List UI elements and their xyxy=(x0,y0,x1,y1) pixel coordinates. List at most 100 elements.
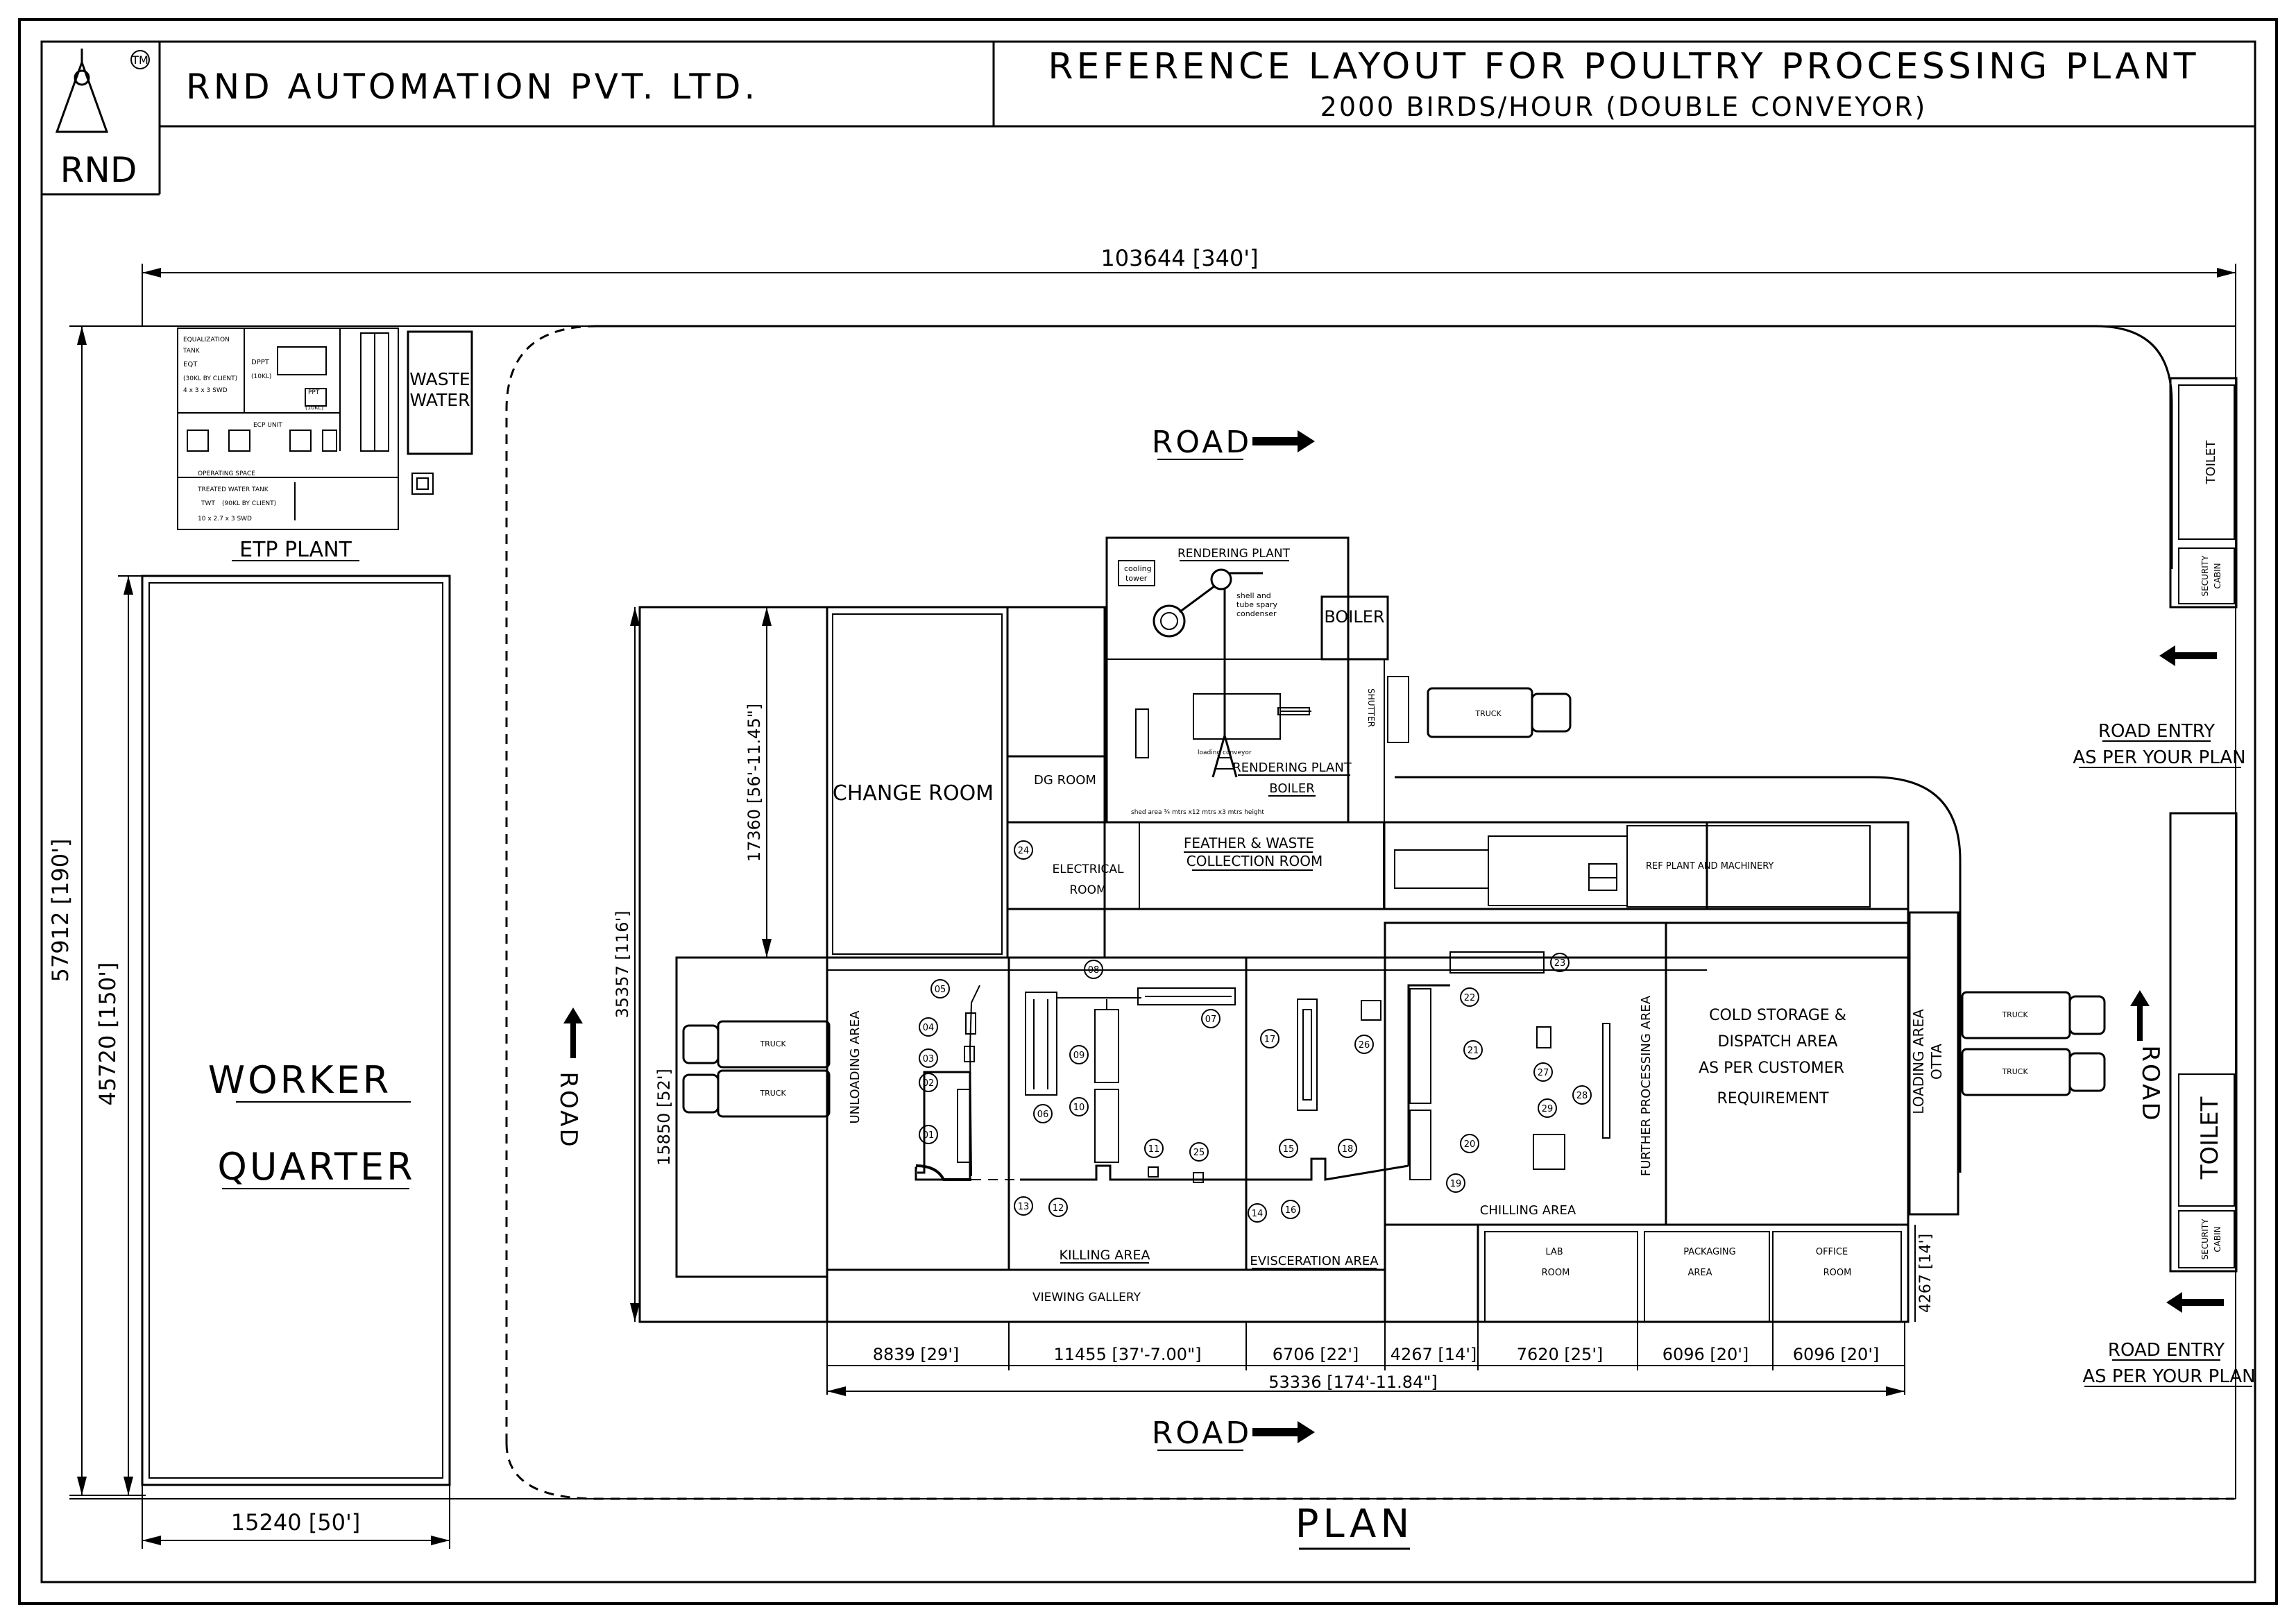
svg-text:ROAD: ROAD xyxy=(2136,1045,2164,1122)
packaging-area: PACKAGING AREA xyxy=(1644,1231,1770,1323)
worker-height-label: 45720 [150'] xyxy=(94,962,121,1106)
svg-text:SECURITY: SECURITY xyxy=(2200,1218,2210,1260)
equipment-marker-label: 13 xyxy=(1018,1202,1030,1212)
equipment-marker-01 xyxy=(919,1125,938,1144)
process-line xyxy=(915,951,1610,1183)
equipment-marker-02 xyxy=(919,1073,938,1092)
equipment-marker-label: 24 xyxy=(1018,846,1030,856)
equipment-marker-15 xyxy=(1279,1139,1298,1158)
equipment-marker-21 xyxy=(1463,1040,1483,1060)
feather-waste-room: FEATHER & WASTE COLLECTION ROOM xyxy=(1139,822,1384,910)
equipment-marker-label: 11 xyxy=(1148,1144,1160,1155)
svg-text:AS PER CUSTOMER: AS PER CUSTOMER xyxy=(1699,1060,1844,1077)
equipment-marker-label: 10 xyxy=(1073,1103,1085,1113)
svg-text:KILLING AREA: KILLING AREA xyxy=(1059,1248,1150,1263)
svg-text:11455 [37'-7.00"]: 11455 [37'-7.00"] xyxy=(1054,1345,1202,1364)
svg-text:ROAD ENTRY: ROAD ENTRY xyxy=(2108,1340,2225,1361)
svg-text:6706 [22']: 6706 [22'] xyxy=(1273,1345,1359,1364)
shutter-label: SHUTTER xyxy=(1366,688,1376,727)
equipment-marker-18 xyxy=(1338,1139,1357,1158)
road-label-left: ROAD xyxy=(554,1008,583,1149)
road-inner-right xyxy=(1395,776,1962,1173)
svg-text:CABIN: CABIN xyxy=(2213,563,2222,588)
equipment-marker-label: 29 xyxy=(1542,1104,1554,1114)
equipment-markers: 0102030405060708091011121314151617181920… xyxy=(919,840,1592,1223)
equipment-marker-label: 28 xyxy=(1576,1091,1588,1101)
svg-text:TANK: TANK xyxy=(182,348,201,355)
equipment-marker-label: 01 xyxy=(923,1130,935,1141)
svg-text:ROOM: ROOM xyxy=(1542,1268,1570,1278)
worker-quarter: WORKER QUARTER xyxy=(141,575,451,1486)
svg-text:ROOM: ROOM xyxy=(1823,1268,1852,1278)
etp-plant: EQUALIZATION TANK EQT (30KL BY CLIENT) 4… xyxy=(177,328,399,562)
svg-text:REQUIREMENT: REQUIREMENT xyxy=(1717,1090,1829,1107)
svg-text:QUARTER: QUARTER xyxy=(217,1145,415,1189)
truck-loading-2: TRUCK xyxy=(1961,1048,2106,1096)
equipment-marker-13 xyxy=(1014,1196,1033,1216)
svg-text:EQUALIZATION: EQUALIZATION xyxy=(183,337,230,343)
svg-text:7620 [25']: 7620 [25'] xyxy=(1517,1345,1604,1364)
equipment-marker-28 xyxy=(1572,1085,1592,1105)
svg-text:8839 [29']: 8839 [29'] xyxy=(873,1345,960,1364)
sheet-border xyxy=(18,18,2278,1605)
equipment-marker-05 xyxy=(930,979,950,999)
svg-text:LOADING AREA: LOADING AREA xyxy=(1910,1009,1927,1114)
road-entry-lower: ROAD ENTRY AS PER YOUR PLAN xyxy=(2082,1292,2256,1387)
svg-text:4267 [14']: 4267 [14'] xyxy=(1917,1234,1934,1313)
svg-text:TRUCK: TRUCK xyxy=(2001,1010,2028,1019)
drawing-title: REFERENCE LAYOUT FOR POULTRY PROCESSING … xyxy=(1048,46,2199,87)
worker-width-label: 15240 [50'] xyxy=(231,1509,360,1536)
equipment-marker-label: 08 xyxy=(1088,965,1100,976)
svg-text:17360 [56'-11.45"]: 17360 [56'-11.45"] xyxy=(745,704,764,862)
equipment-marker-06 xyxy=(1033,1104,1053,1123)
equipment-marker-label: 02 xyxy=(923,1078,935,1089)
svg-text:WORKER: WORKER xyxy=(208,1058,391,1102)
svg-text:(90KL BY CLIENT): (90KL BY CLIENT) xyxy=(222,500,276,507)
svg-text:DG ROOM: DG ROOM xyxy=(1034,773,1096,788)
rendering-plant: RENDERING PLANT cooling tower shell and … xyxy=(1105,536,1385,824)
svg-text:TOILET: TOILET xyxy=(2196,1096,2224,1180)
equipment-marker-label: 15 xyxy=(1283,1144,1295,1155)
equipment-marker-label: 20 xyxy=(1464,1139,1476,1150)
lab-room: LAB ROOM xyxy=(1484,1231,1638,1323)
company-logo: RND TM xyxy=(55,49,150,190)
equipment-marker-label: 05 xyxy=(935,985,946,995)
svg-text:cooling: cooling xyxy=(1124,564,1152,573)
cold-storage-label: COLD STORAGE & DISPATCH AREA AS PER CUST… xyxy=(1699,1007,1846,1107)
overall-width-dimension: 103644 [340'] xyxy=(142,245,2236,326)
svg-text:shell and: shell and xyxy=(1236,591,1271,600)
worker-width-dimension: 15240 [50'] xyxy=(142,1485,450,1549)
svg-text:EVISCERATION AREA: EVISCERATION AREA xyxy=(1250,1254,1379,1268)
truck-unloading-1: TRUCK xyxy=(682,1020,831,1069)
equipment-marker-20 xyxy=(1460,1134,1479,1153)
road-entry-upper: ROAD ENTRY AS PER YOUR PLAN xyxy=(2073,645,2246,768)
svg-text:tube spary: tube spary xyxy=(1236,600,1278,609)
evisceration-area xyxy=(1245,956,1386,1271)
equipment-marker-17 xyxy=(1260,1029,1279,1048)
svg-text:loading conveyor: loading conveyor xyxy=(1198,749,1252,756)
svg-text:(30KL BY CLIENT): (30KL BY CLIENT) xyxy=(183,375,237,382)
road-label-right: ROAD xyxy=(2130,990,2164,1123)
svg-text:ROOM: ROOM xyxy=(1069,883,1106,897)
svg-text:ROAD: ROAD xyxy=(1152,425,1252,460)
equipment-marker-label: 04 xyxy=(923,1023,935,1033)
svg-text:TREATED WATER TANK: TREATED WATER TANK xyxy=(197,486,269,493)
svg-text:CABIN: CABIN xyxy=(2213,1226,2222,1252)
toilet-lower: TOILET SECURITY CABIN xyxy=(2169,812,2238,1273)
road-boundary-top xyxy=(597,325,2173,569)
equipment-marker-label: 18 xyxy=(1342,1144,1354,1155)
equipment-marker-14 xyxy=(1248,1203,1267,1223)
equipment-marker-22 xyxy=(1460,987,1479,1007)
building-height-dimension: 35357 [116'] xyxy=(613,607,640,1322)
svg-text:REF PLANT AND MACHINERY: REF PLANT AND MACHINERY xyxy=(1646,861,1774,872)
change-room: CHANGE ROOM xyxy=(826,606,1009,959)
svg-text:WATER: WATER xyxy=(410,390,470,410)
equipment-marker-08 xyxy=(1084,960,1103,979)
drawing-frame xyxy=(40,40,2256,1583)
svg-text:SECURITY: SECURITY xyxy=(2200,555,2210,597)
road-label-bottom: ROAD xyxy=(1152,1416,1315,1451)
logo-text: RND xyxy=(60,150,137,190)
svg-text:TRUCK: TRUCK xyxy=(759,1089,786,1098)
unloading-area-label: UNLOADING AREA xyxy=(848,1010,862,1124)
